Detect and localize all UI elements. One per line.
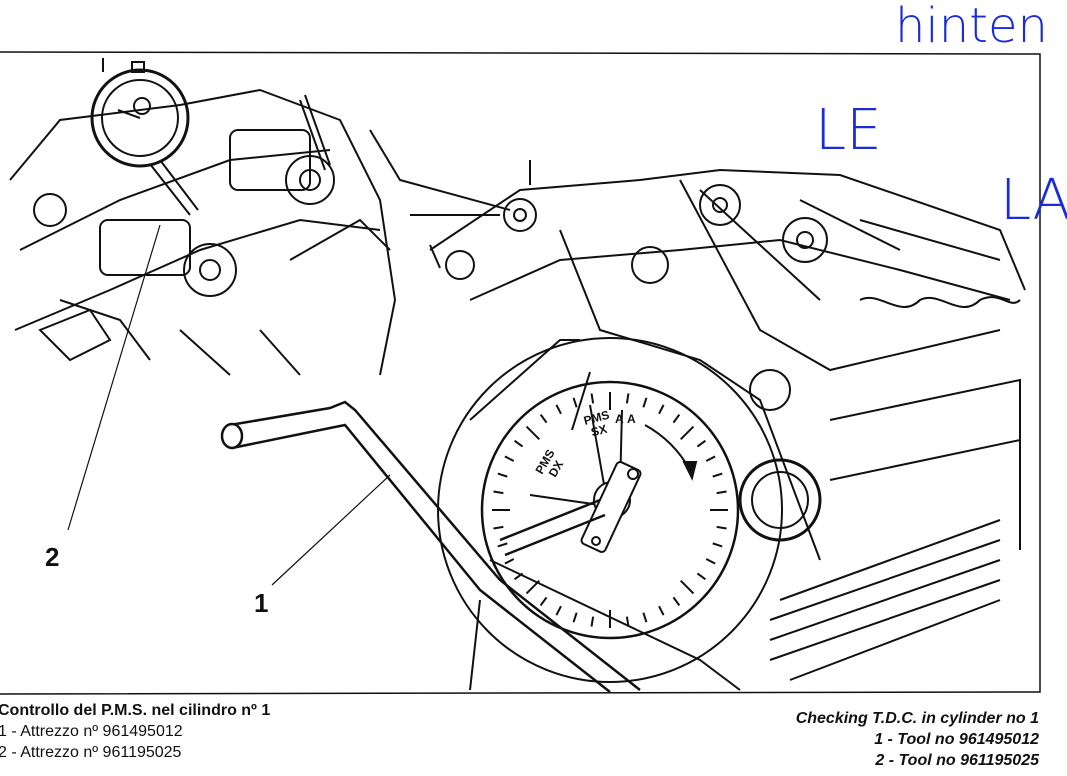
- dial-tick: [672, 596, 681, 607]
- dial-tick: [590, 393, 595, 404]
- dial-tick: [712, 472, 723, 478]
- dial-tick: [572, 612, 578, 623]
- dial-tick: [497, 472, 508, 478]
- dial-tick: [658, 404, 665, 415]
- dial-tick: [493, 490, 504, 495]
- dial-tick: [712, 542, 723, 548]
- callout-2: 2: [45, 542, 60, 572]
- dial-tick: [642, 612, 648, 623]
- dial-tick: [625, 393, 630, 404]
- handwritten-la: LA: [1000, 168, 1067, 233]
- dial-tick: [696, 439, 707, 448]
- inset-detail: [9, 88, 397, 376]
- dial-tick: [680, 580, 695, 595]
- caption-it-title: Controllo del P.M.S. nel cilindro nº 1: [0, 702, 271, 719]
- dial-tick: [555, 404, 562, 415]
- dial-tick: [504, 558, 515, 565]
- dial-tick: [705, 455, 716, 462]
- dial-tick: [716, 525, 727, 530]
- dial-tick: [716, 490, 727, 495]
- dial-tick: [525, 425, 540, 440]
- dial-tick: [658, 605, 665, 616]
- crank-handle-tool: [220, 400, 641, 693]
- dial-tick: [696, 572, 707, 581]
- caption-en-item: 2 - Tool no 961195025: [875, 752, 1039, 769]
- handwritten-hinten: hinten: [895, 0, 1048, 54]
- dial-tick: [680, 425, 695, 440]
- dial-mark-a1: A: [615, 412, 624, 426]
- dial-tick: [497, 542, 508, 548]
- caption-italian: Controllo del P.M.S. nel cilindro nº 1 1…: [0, 700, 270, 763]
- caption-en-title: Checking T.D.C. in cylinder no 1: [795, 710, 1039, 727]
- caption-it-item: 1 - Attrezzo nº 961495012: [0, 723, 183, 740]
- callout-leaders: [67, 224, 391, 586]
- dial-tick: [513, 572, 524, 581]
- dial-tick: [555, 605, 562, 616]
- dial-tick: [539, 413, 548, 424]
- callout-1: 1: [254, 588, 269, 618]
- dial-tick: [572, 397, 578, 408]
- caption-en-item: 1 - Tool no 961495012: [874, 731, 1039, 748]
- dial-tick: [705, 558, 716, 565]
- frame-border: [0, 51, 1041, 695]
- dial-label-pms-sx: PMSSX: [582, 408, 614, 441]
- dial-label-pms-dx: PMSDX: [532, 447, 568, 483]
- timing-disc: [437, 337, 783, 683]
- caption-it-item: 2 - Attrezzo nº 961195025: [0, 744, 182, 761]
- dial-tick: [672, 413, 681, 424]
- dial-tick: [493, 525, 504, 530]
- dial-tick: [642, 397, 648, 408]
- handwritten-le: LE: [815, 98, 882, 163]
- dial-tick: [525, 580, 540, 595]
- dial-tick: [513, 439, 524, 448]
- dial-mark-a2: A: [627, 412, 636, 426]
- dial-tick: [590, 616, 595, 627]
- dial-gauge: [90, 58, 199, 216]
- dial-tick: [539, 596, 548, 607]
- caption-english: Checking T.D.C. in cylinder no 1 1 - Too…: [796, 708, 1039, 771]
- engine-block: [369, 129, 1026, 691]
- dial-tick: [504, 455, 515, 462]
- dial-tick: [625, 616, 630, 627]
